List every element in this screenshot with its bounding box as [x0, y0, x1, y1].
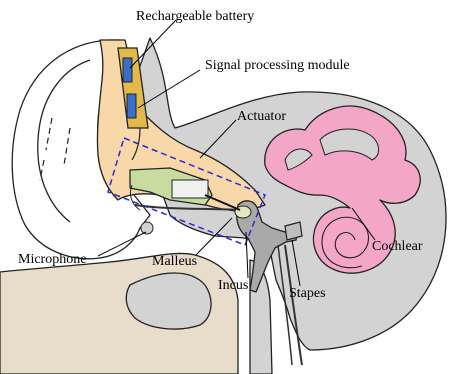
battery-cell-1	[123, 58, 132, 82]
jaw-tissue-right	[126, 273, 211, 329]
label-actuator: Actuator	[237, 109, 286, 124]
microphone-device	[141, 222, 153, 234]
actuator-transducer	[172, 180, 208, 198]
stapes-bone	[285, 222, 302, 240]
label-incus: Incus	[218, 278, 248, 293]
label-cochlear: Cochlear	[372, 239, 423, 254]
label-microphone: Microphone	[18, 252, 86, 267]
label-rechargeable-battery: Rechargeable battery	[136, 9, 254, 24]
label-malleus: Malleus	[152, 254, 197, 269]
battery-cell-2	[127, 94, 136, 118]
label-signal-processing-module: Signal processing module	[205, 58, 350, 73]
label-stapes: Stapes	[289, 286, 326, 301]
